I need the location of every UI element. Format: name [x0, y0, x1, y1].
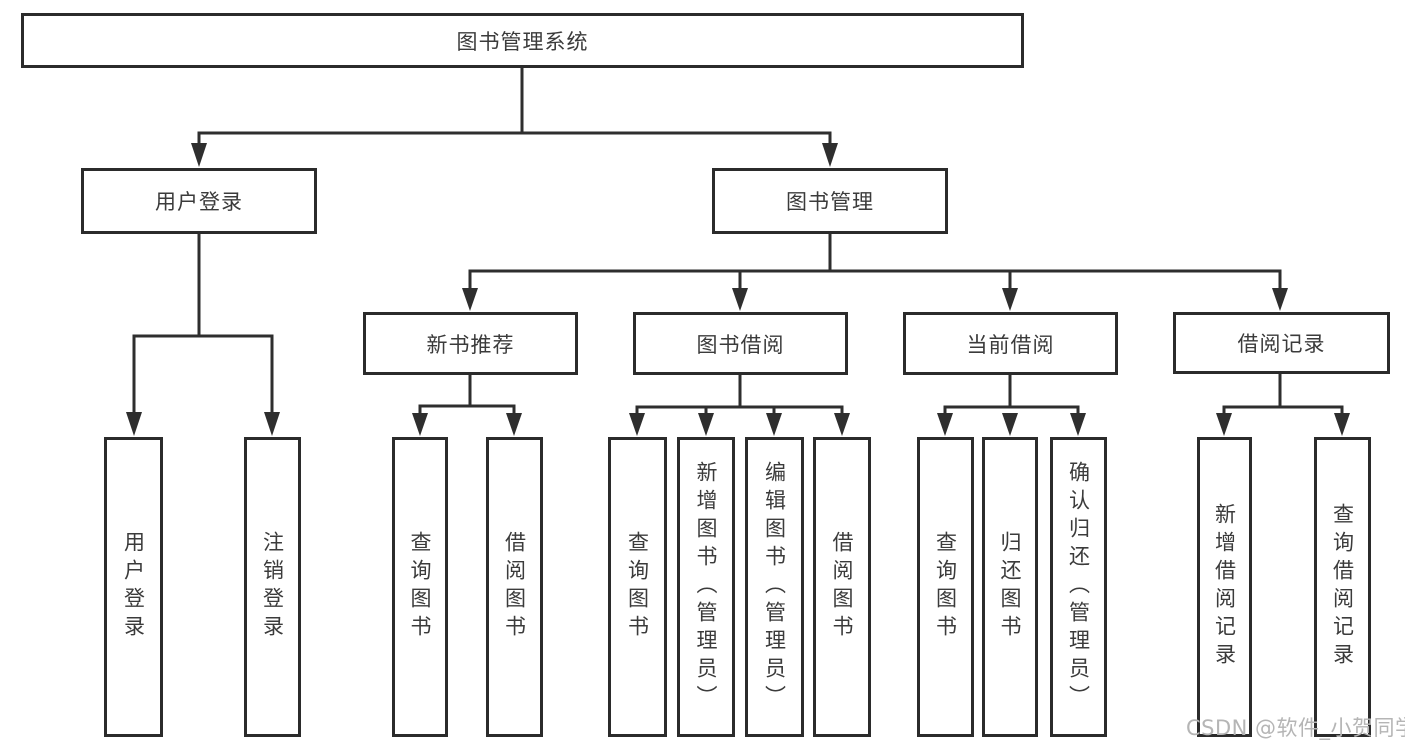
- leaf-borrow-books-recommend: 借阅图书: [486, 437, 543, 737]
- node-book-management: 图书管理: [712, 168, 948, 234]
- connector-current-borrow-children: [937, 371, 1086, 436]
- connector-root-to-level2: [191, 64, 838, 167]
- node-new-book-recommend: 新书推荐: [363, 312, 578, 375]
- leaf-user-login: 用户登录: [104, 437, 163, 737]
- connector-user-login-children: [126, 230, 280, 436]
- connector-borrow-records-children: [1216, 370, 1350, 436]
- leaf-edit-books-admin: 编辑图书（管理员）: [745, 437, 804, 737]
- leaf-confirm-return-admin: 确认归还（管理员）: [1050, 437, 1107, 737]
- node-system-root: 图书管理系统: [21, 13, 1024, 68]
- leaf-return-books: 归还图书: [982, 437, 1038, 737]
- connector-book-borrow-children: [629, 371, 850, 436]
- node-borrow-records: 借阅记录: [1173, 312, 1390, 374]
- leaf-borrow-books: 借阅图书: [813, 437, 871, 737]
- leaf-query-borrow-record: 查询借阅记录: [1314, 437, 1371, 737]
- csdn-watermark: CSDN @软件_小贺同学: [1186, 716, 1405, 740]
- leaf-add-borrow-record: 新增借阅记录: [1197, 437, 1252, 737]
- connector-recommend-children: [412, 371, 522, 436]
- node-current-borrow: 当前借阅: [903, 312, 1118, 375]
- leaf-query-books-current: 查询图书: [917, 437, 974, 737]
- connector-book-management-children: [462, 230, 1288, 311]
- node-book-borrow: 图书借阅: [633, 312, 848, 375]
- leaf-query-books-borrow: 查询图书: [608, 437, 667, 737]
- leaf-logout: 注销登录: [244, 437, 301, 737]
- leaf-query-books-recommend: 查询图书: [392, 437, 448, 737]
- node-user-login: 用户登录: [81, 168, 317, 234]
- leaf-add-books-admin: 新增图书（管理员）: [677, 437, 735, 737]
